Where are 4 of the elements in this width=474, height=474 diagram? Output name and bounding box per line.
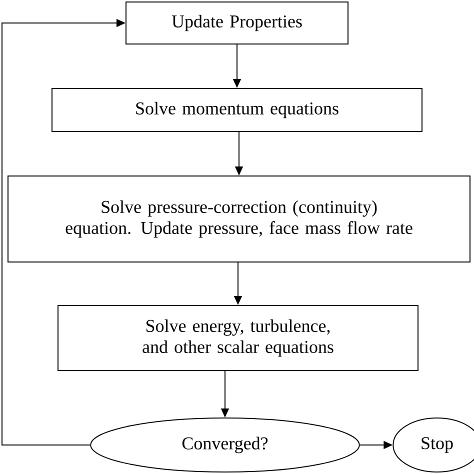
process-box: Solve pressure-correction (continuity) equation. Update pressure, face mass flow rate [8, 176, 470, 262]
process-box: Update Properties [126, 2, 348, 44]
process-box: Solve momentum equations [52, 88, 422, 132]
process-box: Solve energy, turbulence, and other scalar equations [58, 305, 418, 371]
